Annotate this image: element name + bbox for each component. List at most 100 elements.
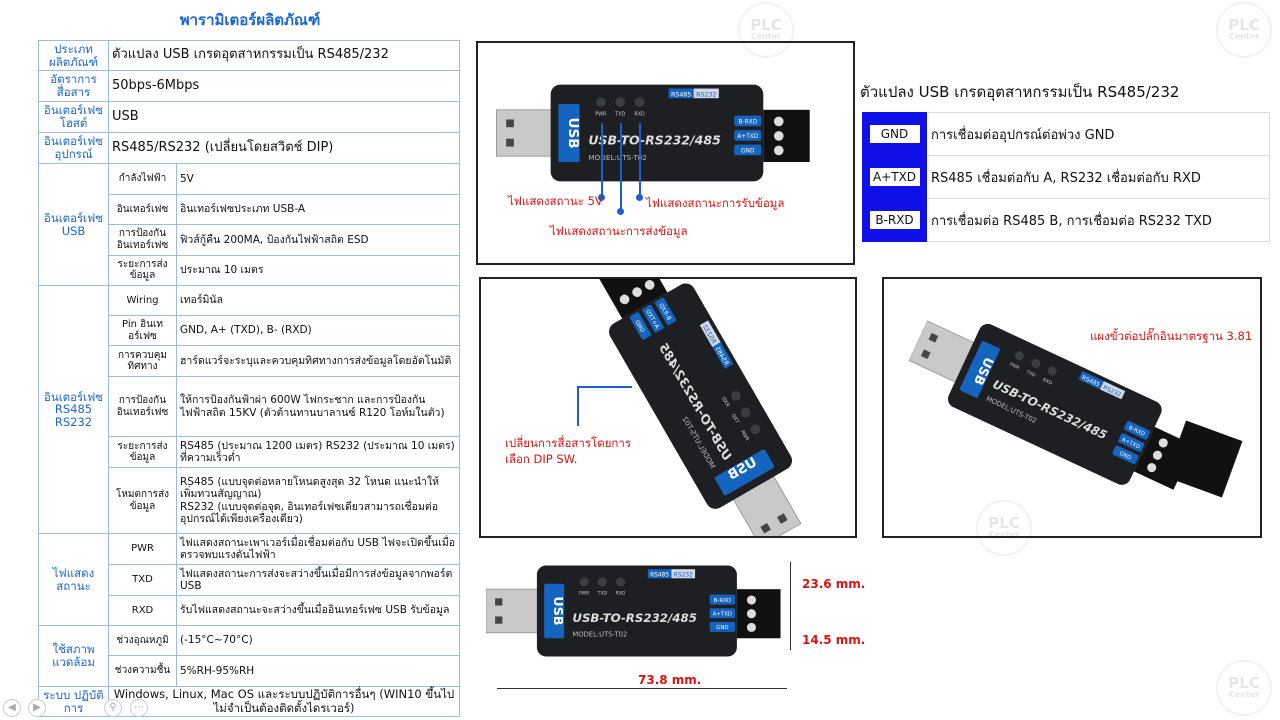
photo-terminal-view: USB PWR TXD RXD RS485 RS232 USB-TO-RS232… [882,277,1262,538]
device-image: USB PWR TXD RXD RS485 RS232 USB-TO-RS232… [895,291,1213,517]
led-label: TXD [614,112,625,118]
pin-label: A+TXD [737,134,758,140]
more-options-button[interactable]: ⋯ [130,699,148,717]
sub-value: ไฟแสดงสถานะการส่งจะสว่างขึ้นเมื่อมีการส่… [176,564,460,596]
sub-value: รับไฟแสดงสถานะจะสว่างขึ้นเมื่ออินเทอร์เฟ… [176,595,460,626]
callout-rxd: ไฟแสดงสถานะการรับข้อมูล [646,196,785,210]
pin-desc: การเชื่อมต่อ RS485 B, การเชื่อมต่อ RS232… [926,198,1270,242]
callout-line [577,386,579,426]
usb-converter-device: USB PWR TXD RXD RS485 RS232 USB-TO-RS232… [599,279,802,536]
callout-line [601,123,603,197]
callout-line [577,386,632,388]
led-label: PWR [1008,361,1021,371]
group-label: อินเตอร์เฟซ RS485 RS232 [38,285,109,534]
table-row: GND การเชื่อมต่ออุปกรณ์ต่อพ่วง GND [862,112,1270,156]
dimension-line [497,688,787,689]
pin-label: B-RXD [714,598,731,604]
led-label: PWR [739,429,750,442]
row-label: อัตราการ สื่อสาร [38,70,109,102]
sub-value: RS485 (แบบจุดต่อหลายโหนดสูงสุด 32 โหนด แ… [176,467,460,534]
table-row: อินเตอร์เฟซ โฮสต์USB [38,101,460,133]
group-label: อินเตอร์เฟซ USB [38,163,109,286]
photo-angle-view: USB PWR TXD RXD RS485 RS232 USB-TO-RS232… [479,277,857,538]
pin-name: B-RXD [869,211,920,229]
usb-label: USB [565,117,581,148]
page-title: พารามิเตอร์ผลิตภัณฑ์ [179,11,321,29]
led-label: RXD [1042,377,1054,387]
dimension-depth: 14.5 mm. [802,633,866,647]
led-label: RXD [720,396,731,408]
led-label: RXD [616,591,626,597]
group-label: ใช้สภาพ แวดล้อม [38,625,109,687]
led-label: TXD [597,591,608,597]
sub-label: RXD [108,595,177,626]
callout-dot [598,194,605,201]
switch-label: RS232 [674,572,693,578]
table-row: ประเภท ผลิตภัณฑ์ตัวแปลง USB เกรดอุตสาหกร… [38,40,460,71]
dimension-height: 23.6 mm. [802,577,866,591]
sub-value: 5%RH-95%RH [176,655,460,687]
sub-value: ฟิวส์กู้คืน 200MA, ป้องกันไฟฟ้าสถิต ESD [176,224,460,256]
sub-value: ฮาร์ดแวร์จะระบุและควบคุมทิศทางการส่งข้อม… [176,345,460,377]
sub-label: ช่วงความชื้น [108,655,177,687]
callout-dot [636,194,643,201]
sub-label: Wiring [108,285,177,316]
spec-table: ประเภท ผลิตภัณฑ์ตัวแปลง USB เกรดอุตสาหกร… [38,40,460,717]
usb-label: USB [551,596,566,625]
sub-value: ไฟแสดงสถานะเพาเวอร์เมื่อเชื่อมต่อกับ USB… [176,533,460,565]
device-image: USB PWR TXD RXD RS485 RS232 USB-TO-RS232… [571,279,831,536]
dimension-line [790,562,791,650]
row-label: ประเภท ผลิตภัณฑ์ [38,40,109,71]
group-label: ไฟแสดง สถานะ [38,533,109,626]
sub-label: ระยะการส่ง ข้อมูล [108,254,177,286]
row-value: USB [108,101,460,133]
next-slide-button[interactable]: ▶ [28,699,46,717]
mode-rs232: RS232 (แบบจุดต่อจุด, อินเทอร์เฟซเดียวสาม… [180,500,439,525]
callout-txd: ไฟแสดงสถานะการส่งข้อมูล [550,224,688,238]
callout-line [639,123,641,197]
led-label: PWR [595,112,607,118]
table-row: อินเตอร์เฟซ อุปกรณ์RS485/RS232 (เปลี่ยนโ… [38,132,460,164]
usb-converter-device: USB PWR TXD RXD RS485 RS232 USB-TO-RS232… [908,320,1195,490]
sub-label: ช่วงอุณหภูมิ [108,625,177,656]
pin-desc: RS485 เชื่อมต่อกับ A, RS232 เชื่อมต่อกับ… [926,155,1270,199]
sub-value: อินเทอร์เฟซประเภท USB-A [176,193,460,225]
zoom-button[interactable]: ⚲ [104,699,122,717]
switch-label: RS232 [696,91,716,98]
sub-value: ประมาณ 10 เมตร [176,254,460,286]
row-label: อินเตอร์เฟซ อุปกรณ์ [38,132,109,164]
switch-label: RS485 [650,572,669,578]
pin-label: GND [1118,451,1132,462]
pin-table-title: ตัวแปลง USB เกรดอุตสาหกรรมเป็น RS485/232 [860,83,1180,101]
dimension-length: 73.8 mm. [638,673,702,687]
callout-dip: เปลี่ยนการสื่อสารโดยการ [505,436,632,450]
device-name: USB-TO-RS232/485 [572,611,697,625]
sub-label: อินเทอร์เฟซ [108,193,177,225]
sub-label: PWR [108,533,177,565]
callout-dot [617,208,624,215]
sub-label: Pin อินเทอร์เฟซ [108,315,177,346]
pin-name: GND [869,125,920,143]
sub-label: การป้องกัน อินเทอร์เฟซ [108,224,177,256]
sub-label: ระยะการส่ง ข้อมูล [108,436,177,468]
callout-pwr: ไฟแสดงสถานะ 5V [508,194,603,208]
led-label: RXD [634,112,645,118]
sub-label: TXD [108,564,177,596]
pin-desc: การเชื่อมต่ออุปกรณ์ต่อพ่วง GND [926,112,1270,156]
previous-slide-button[interactable]: ◀ [3,699,21,717]
row-value: Windows, Linux, Mac OS และระบบปฏิบัติการ… [108,686,460,717]
sub-label: โหมดการส่ง ข้อมูล [108,467,177,534]
callout-line [620,123,622,211]
table-row: B-RXD การเชื่อมต่อ RS485 B, การเชื่อมต่อ … [862,198,1270,242]
row-value: ตัวแปลง USB เกรดอุตสาหกรรมเป็น RS485/232 [108,40,460,71]
sub-label: การควบคุม ทิศทาง [108,345,177,377]
sub-label: การป้องกัน อินเทอร์เฟซ [108,376,177,437]
pin-label: GND [716,625,728,631]
pin-label: A+TXD [713,612,733,618]
